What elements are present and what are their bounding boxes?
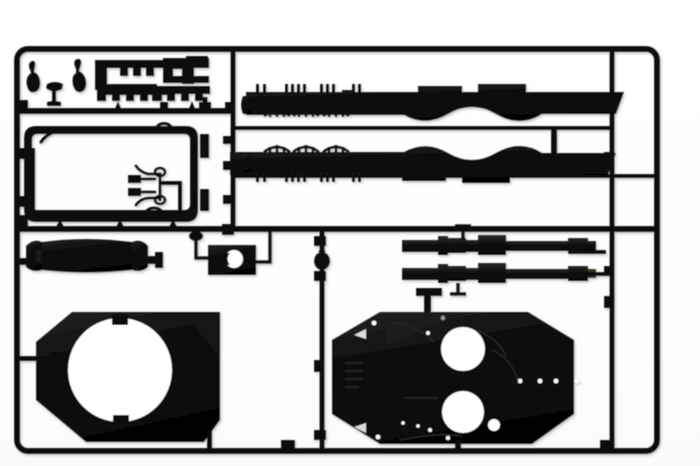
part-gun-barrel-upper	[402, 235, 596, 255]
gun-barrel-upper-gate	[455, 224, 471, 240]
part-tow-cable-loop	[39, 128, 161, 221]
part-right-fender-track-guard	[230, 145, 616, 183]
part-thin-bar	[31, 148, 35, 214]
part-antenna-mount-pair	[26, 58, 87, 106]
hull-deck-bottom-gate	[455, 440, 461, 452]
hatch-frame-gates	[55, 219, 178, 229]
runner-blob-left	[189, 231, 203, 241]
part-grille-strips	[95, 56, 210, 101]
bottom-rail-nubs	[281, 440, 614, 452]
part-bracket-with-hole	[208, 245, 256, 275]
barrel-runner-link	[568, 250, 606, 276]
part-turret-ring-plate	[36, 312, 220, 442]
part-tow-hook-cluster	[128, 164, 182, 217]
mudguard-gates	[19, 252, 163, 268]
part-grille-gates	[114, 101, 196, 111]
part-tow-cable-eyelets	[144, 122, 173, 220]
part-hull-deck-plate	[332, 312, 580, 444]
part-left-fender-track-guard	[241, 84, 624, 121]
fender-tip-gate	[551, 126, 557, 154]
runner-blob-center	[314, 249, 330, 270]
sprue-outer-frame	[14, 46, 660, 454]
turret-plate-gate	[19, 352, 62, 364]
hull-deck-runner-arm	[416, 288, 442, 314]
gun-barrel-lower-gate	[450, 283, 466, 296]
part-mudguard-strip	[26, 239, 148, 273]
turret-plate-bottom-gate	[207, 430, 212, 452]
